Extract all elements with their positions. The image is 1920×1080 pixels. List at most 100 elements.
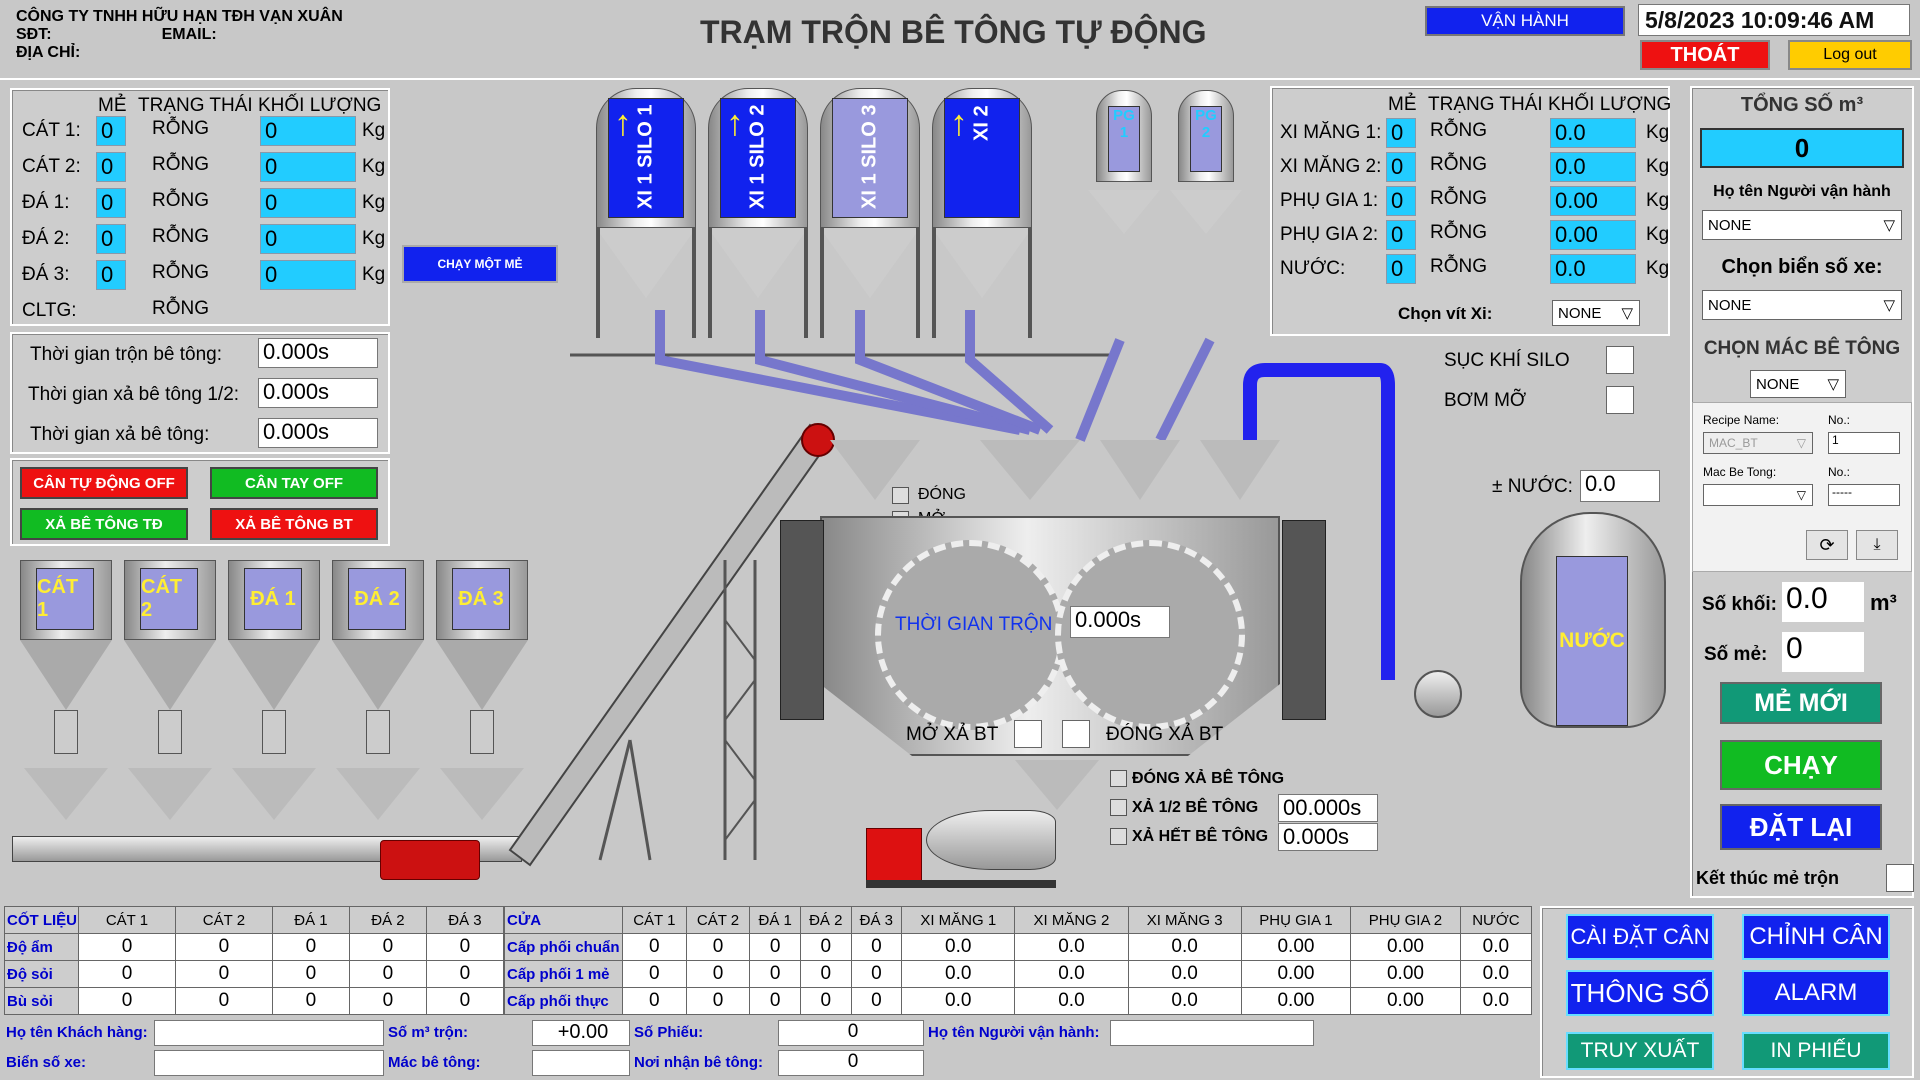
table-cell[interactable]: 0 (685, 987, 751, 1015)
refresh-button[interactable]: ⟳ (1806, 530, 1848, 560)
table-cell[interactable]: 0.0 (1459, 987, 1533, 1015)
table-cell[interactable]: 0 (749, 960, 801, 988)
table-cell[interactable]: 0 (78, 987, 176, 1015)
table-cell[interactable]: 0.00 (1240, 960, 1352, 988)
reset-button[interactable]: ĐẶT LẠI (1720, 804, 1882, 850)
plate-info-input[interactable] (154, 1050, 384, 1076)
table-cell[interactable]: 0 (78, 960, 176, 988)
table-cell[interactable]: 0 (348, 960, 427, 988)
table-cell[interactable]: 0 (174, 987, 273, 1015)
aeration-checkbox[interactable] (1606, 346, 1634, 374)
table-cell[interactable]: 0 (749, 933, 801, 961)
table-cell[interactable]: 0.0 (1127, 960, 1242, 988)
table-cell[interactable]: 0 (348, 987, 427, 1015)
recipe-select[interactable]: MAC_BT▽ (1703, 432, 1813, 454)
mac-no-input[interactable]: ----- (1828, 484, 1900, 506)
table-cell[interactable]: 0 (850, 987, 903, 1015)
close-discharge-checkbox[interactable] (1062, 720, 1090, 748)
discharge-full-checkbox[interactable] (1110, 828, 1127, 845)
table-cell[interactable]: 0 (348, 933, 427, 961)
report-button[interactable]: TRUY XUẤT (1566, 1032, 1714, 1070)
operator-select[interactable]: NONE▽ (1702, 210, 1902, 240)
can-auto-button[interactable]: CÂN TỰ ĐỘNG OFF (20, 467, 188, 499)
mac-select[interactable]: ▽ (1703, 484, 1813, 506)
table-cell[interactable]: 0.00 (1350, 987, 1461, 1015)
recipe-no-input[interactable]: 1 (1828, 432, 1900, 454)
save-recipe-button[interactable]: ⤓ (1856, 530, 1898, 560)
discharge-manual-button[interactable]: XẢ BÊ TÔNG BT (210, 508, 378, 540)
alarm-button[interactable]: ALARM (1742, 970, 1890, 1016)
table-cell[interactable]: 0.0 (901, 987, 1016, 1015)
screw-select[interactable]: NONE▽ (1552, 300, 1640, 326)
table-cell[interactable]: 0 (425, 933, 505, 961)
table-cell[interactable]: 0.0 (1014, 987, 1129, 1015)
customer-input[interactable] (154, 1020, 384, 1046)
run-button[interactable]: CHẠY (1720, 740, 1882, 790)
silo-cone (708, 228, 808, 298)
table-cell[interactable]: 0 (850, 960, 903, 988)
table-cell[interactable]: 0 (850, 933, 903, 961)
table-cell[interactable]: 0.00 (1240, 933, 1352, 961)
table-cell[interactable]: 0 (425, 987, 505, 1015)
agg-row-mass: 0 (260, 152, 356, 182)
table-cell[interactable]: 0 (799, 987, 852, 1015)
new-batch-button[interactable]: MẺ MỚI (1720, 682, 1882, 724)
open-discharge-checkbox[interactable] (1014, 720, 1042, 748)
grease-checkbox[interactable] (1606, 386, 1634, 414)
discharge-half-checkbox[interactable] (1110, 799, 1127, 816)
table-cell[interactable]: 0.00 (1240, 987, 1352, 1015)
volume-input[interactable]: 0.0 (1782, 582, 1864, 622)
discharge-hopper (1015, 760, 1099, 810)
table-cell[interactable]: 0 (685, 933, 751, 961)
discharge-close-checkbox[interactable] (1110, 770, 1127, 787)
silo-leg (1028, 228, 1032, 338)
print-ticket-button[interactable]: IN PHIẾU (1742, 1032, 1890, 1070)
table-cell[interactable]: 0 (749, 987, 801, 1015)
cement-row-unit: Kg (1646, 224, 1670, 245)
table-cell[interactable]: 0 (174, 960, 273, 988)
table-cell[interactable]: 0.00 (1350, 933, 1461, 961)
table-cell[interactable]: 0 (271, 987, 350, 1015)
water-adjust-input[interactable]: 0.0 (1580, 470, 1660, 502)
table-header: NƯỚC (1459, 906, 1533, 934)
discharge-auto-button[interactable]: XẢ BÊ TÔNG TĐ (20, 508, 188, 540)
run-one-batch-button[interactable]: CHẠY MỘT MẺ (402, 245, 558, 283)
batch-count-input[interactable]: 0 (1782, 632, 1864, 672)
table-cell[interactable]: 0.00 (1350, 960, 1461, 988)
table-cell[interactable]: 0 (622, 960, 687, 988)
table-cell[interactable]: 0.0 (1459, 960, 1533, 988)
table-cell[interactable]: 0.0 (1127, 933, 1242, 961)
grade-info-input[interactable] (532, 1050, 630, 1076)
table-cell[interactable]: 0 (78, 933, 176, 961)
table-cell[interactable]: 0 (622, 933, 687, 961)
table-cell[interactable]: 0.0 (901, 960, 1016, 988)
table-cell[interactable]: 0.0 (1459, 933, 1533, 961)
table-cell[interactable]: 0 (799, 960, 852, 988)
table-cell[interactable]: 0.0 (1127, 987, 1242, 1015)
bin-gate (366, 710, 390, 754)
hopper-close-checkbox[interactable] (892, 487, 909, 504)
calibrate-button[interactable]: CHỈNH CÂN (1742, 914, 1890, 960)
table-cell[interactable]: 0 (271, 960, 350, 988)
can-manual-button[interactable]: CÂN TAY OFF (210, 467, 378, 499)
table-cell[interactable]: 0 (799, 933, 852, 961)
water-tank-label: NƯỚC (1559, 629, 1625, 652)
table-cell[interactable]: 0.0 (901, 933, 1016, 961)
chevron-down-icon: ▽ (1796, 436, 1806, 450)
table-cell[interactable]: 0.0 (1014, 960, 1129, 988)
end-batch-checkbox[interactable] (1886, 864, 1914, 892)
table-cell[interactable]: 0 (685, 960, 751, 988)
parameters-button[interactable]: THÔNG SỐ (1566, 970, 1714, 1016)
table-cell[interactable]: 0 (622, 987, 687, 1015)
logout-button[interactable]: Log out (1788, 40, 1912, 70)
operator-info-input[interactable] (1110, 1020, 1314, 1046)
plate-select[interactable]: NONE▽ (1702, 290, 1902, 320)
table-cell[interactable]: 0 (174, 933, 273, 961)
table-cell[interactable]: 0 (425, 960, 505, 988)
exit-button[interactable]: THOÁT (1640, 40, 1770, 70)
table-cell[interactable]: 0 (271, 933, 350, 961)
up-arrow-icon: ↑ (726, 102, 744, 143)
scale-settings-button[interactable]: CÀI ĐẶT CÂN (1566, 914, 1714, 960)
table-cell[interactable]: 0.0 (1014, 933, 1129, 961)
grade-select[interactable]: NONE▽ (1750, 370, 1846, 398)
